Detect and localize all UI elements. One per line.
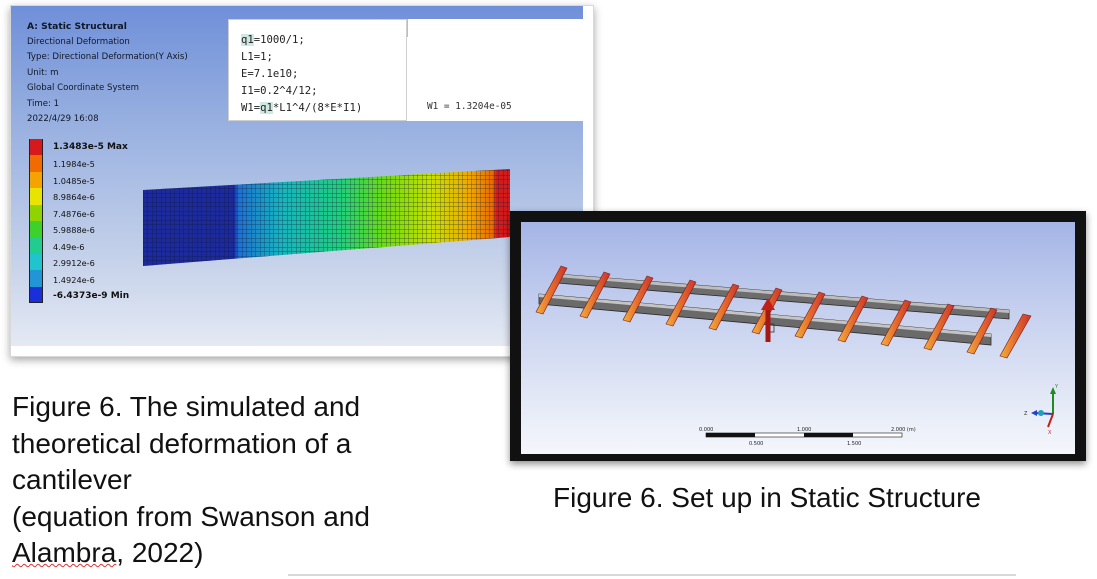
code-var-q1: q1 <box>241 34 254 46</box>
axis-label-y: Y <box>1054 384 1059 390</box>
caption-left-line-5-rest: , 2022) <box>116 537 204 568</box>
result-divider <box>407 19 408 37</box>
info-line-type: Type: Directional Deformation(Y Axis) <box>27 52 188 62</box>
caption-left-line-5: Alambra, 2022) <box>12 535 422 572</box>
legend-label-2: 1.0485e-5 <box>53 175 95 186</box>
wing-ribs <box>535 265 1032 359</box>
coordinate-axes-icon: Y Z X <box>1024 384 1059 436</box>
legend-swatch-9 <box>29 270 43 287</box>
scale-label-1-5: 1.500 <box>847 441 862 447</box>
code-var-q1-second: q1 <box>260 102 273 114</box>
equation-result: W1 = 1.3204e-05 <box>427 101 512 112</box>
legend-swatch-7 <box>29 237 43 254</box>
legend-swatch-2 <box>29 155 43 172</box>
legend-swatch-10 <box>29 286 43 303</box>
legend-label-6: 4.49e-6 <box>53 241 85 252</box>
caption-simulated-deformation: Figure 6. The simulated and theoretical … <box>12 389 422 572</box>
scale-label-1: 1.000 <box>797 427 812 433</box>
scale-label-2: 2.000 (m) <box>891 427 916 433</box>
code-line-5: W1=q1*L1^4/(8*E*I1) <box>241 100 406 117</box>
bottom-divider <box>288 574 1016 576</box>
code-line-1: q1=1000/1; <box>241 32 406 49</box>
code-line-5-start: W1= <box>241 102 261 114</box>
equation-code-box: q1=1000/1; L1=1; E=7.1e10; I1=0.2^4/12; … <box>228 19 407 121</box>
legend-label-1: 1.1984e-5 <box>53 159 95 169</box>
deformed-beam-mesh <box>143 169 510 266</box>
static-structure-screenshot: Y Z X 0.000 1.000 2.000 (m) 0.500 1.500 <box>510 211 1086 461</box>
analysis-title: A: Static Structural <box>27 21 127 32</box>
caption-left-line-4: (equation from Swanson and <box>12 500 370 532</box>
spellcheck-underlined-word: Alambra <box>12 537 117 568</box>
caption-left-line-1: Figure 6. The simulated and <box>12 391 361 422</box>
info-line-unit: Unit: m <box>27 67 59 78</box>
info-line-date: 2022/4/29 16:08 <box>27 114 99 124</box>
info-line-result-name: Directional Deformation <box>27 36 130 47</box>
equation-result-area: W1 = 1.3204e-05 <box>407 19 583 121</box>
load-arrow-icon <box>761 298 775 342</box>
info-line-time: Time: 1 <box>27 98 60 109</box>
legend-min-label: -6.4373e-9 Min <box>53 291 130 301</box>
structure-viewport: Y Z X 0.000 1.000 2.000 (m) 0.500 1.500 <box>521 222 1075 454</box>
wing-structure-model: Y Z X <box>535 265 1059 438</box>
caption-left-line-3: cantilever <box>12 464 132 495</box>
legend-label-5: 5.9888e-6 <box>53 225 95 235</box>
simulation-screenshot: A: Static Structural Directional Deforma… <box>10 5 594 357</box>
code-line-2: L1=1; <box>241 51 273 63</box>
code-line-1-rest: =1000/1; <box>253 34 305 46</box>
code-line-5-rest: *L1^4/(8*E*I1) <box>272 102 363 114</box>
code-line-4: I1=0.2^4/12; <box>241 85 318 97</box>
scale-label-0: 0.000 <box>699 427 714 433</box>
legend-label-7: 2.9912e-6 <box>53 258 95 268</box>
caption-static-structure: Figure 6. Set up in Static Structure <box>553 482 981 513</box>
legend-swatch-1 <box>29 139 43 156</box>
code-line-3: E=7.1e10; <box>241 68 299 80</box>
legend-swatch-5 <box>29 204 43 221</box>
legend-label-8: 1.4924e-6 <box>53 274 95 285</box>
info-line-coordinate-system: Global Coordinate System <box>27 83 140 93</box>
axis-label-x: X <box>1048 430 1052 436</box>
axis-label-z: Z <box>1024 411 1028 417</box>
legend-swatch-3 <box>29 171 43 189</box>
legend-swatch-4 <box>29 188 43 205</box>
legend-label-4: 7.4876e-6 <box>53 208 95 219</box>
legend-max-label: 1.3483e-5 Max <box>53 142 128 152</box>
scale-label-0-5: 0.500 <box>749 441 764 447</box>
scale-bar <box>705 432 903 438</box>
legend-label-3: 8.9864e-6 <box>53 192 95 202</box>
result-info-block: A: Static Structural Directional Deforma… <box>27 19 227 128</box>
legend-swatch-6 <box>29 221 43 238</box>
caption-left-line-2: theoretical deformation of a <box>12 427 352 459</box>
legend-swatch-8 <box>29 253 43 271</box>
